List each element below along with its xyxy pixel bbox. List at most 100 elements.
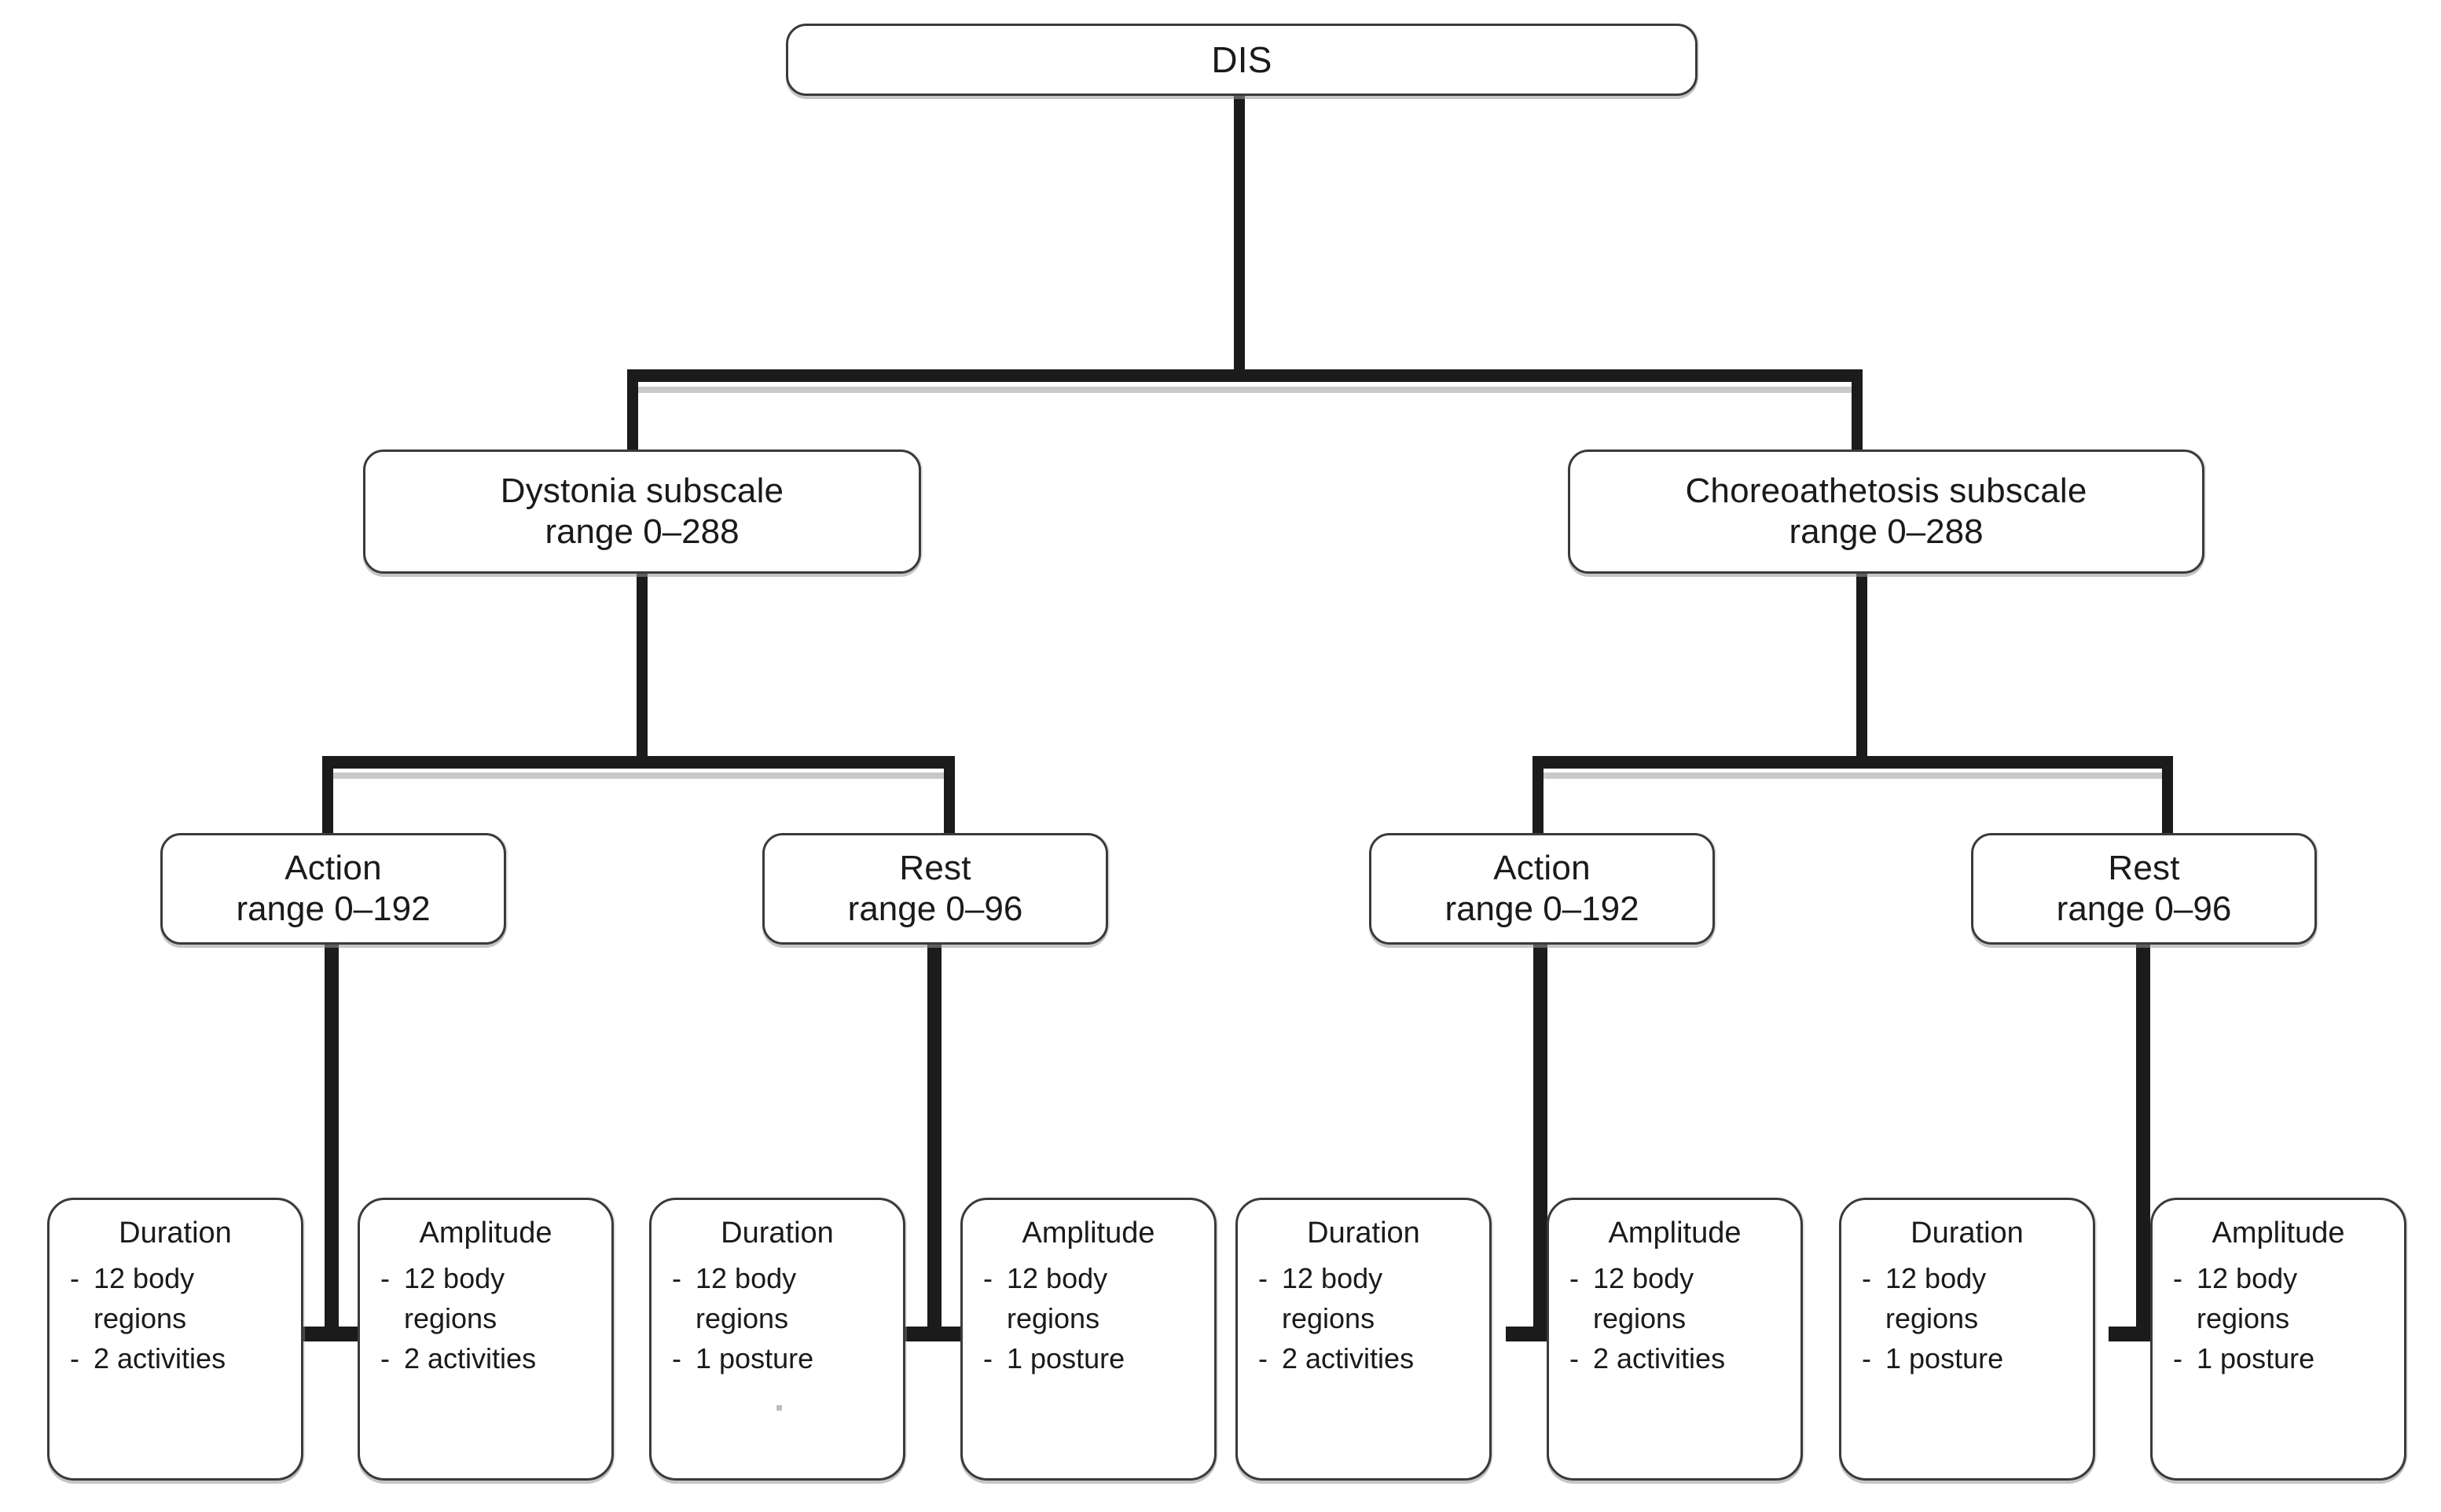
node-choreoathetosis-rest-range: range 0–96 [2056,890,2232,928]
leaf-heading: Amplitude [1608,1217,1742,1250]
list-item: -12 body regions [1258,1258,1439,1338]
bullet-dash: - [983,1261,993,1294]
link-bus-dystonia [322,756,955,769]
list-item-text: 1 posture [696,1342,814,1375]
list-item: -2 activities [70,1338,301,1378]
list-item: -1 posture [2173,1338,2404,1378]
node-dis-root[interactable]: DIS [786,24,1698,96]
list-item: -12 body regions [2173,1258,2354,1338]
list-item-text: 12 body regions [2197,1261,2298,1334]
list-item: -1 posture [1862,1338,2093,1378]
leaf-node[interactable]: Amplitude -12 body regions -1 posture [2150,1198,2406,1481]
bullet-dash: - [1569,1342,1579,1375]
link-stem-dys-action [325,945,339,1341]
list-item-text: 12 body regions [696,1261,797,1334]
list-item: -12 body regions [1862,1258,2043,1338]
list-item: -12 body regions [380,1258,561,1338]
list-item-text: 12 body regions [1885,1261,1987,1334]
list-item: -2 activities [1569,1338,1800,1378]
list-item-text: 12 body regions [404,1261,505,1334]
link-stem-dys-rest [927,945,942,1341]
leaf-heading: Duration [119,1217,232,1250]
node-choreoathetosis-subscale[interactable]: Choreoathetosis subscale range 0–288 [1568,450,2204,574]
node-choreoathetosis-rest-name: Rest [2108,849,2180,888]
link-drop-dys-rest [944,756,955,841]
scan-artifact-speck [776,1405,782,1411]
leaf-item-list: -12 body regions -2 activities [50,1258,301,1378]
node-choreoathetosis-action-range: range 0–192 [1444,890,1639,928]
link-drop-cho-rest [2162,756,2173,841]
leaf-heading: Amplitude [1022,1217,1155,1250]
list-item-text: 2 activities [94,1342,226,1375]
bullet-dash: - [983,1342,993,1375]
list-item: -12 body regions [983,1258,1164,1338]
link-drop-choreo [1852,369,1863,456]
node-dystonia-range: range 0–288 [545,512,740,551]
bullet-dash: - [1569,1261,1579,1294]
leaf-heading: Duration [1307,1217,1420,1250]
bullet-dash: - [1258,1342,1268,1375]
link-drop-dys-action [322,756,333,841]
node-dis-label: DIS [1211,39,1272,80]
leaf-node[interactable]: Amplitude -12 body regions -1 posture [960,1198,1217,1481]
bullet-dash: - [380,1261,390,1294]
bullet-dash: - [380,1342,390,1375]
list-item-text: 1 posture [1885,1342,2004,1375]
leaf-node[interactable]: Duration -12 body regions -2 activities [1235,1198,1492,1481]
list-item-text: 12 body regions [1593,1261,1694,1334]
link-tee-dys-action [297,1327,366,1341]
node-dystonia-rest-range: range 0–96 [847,890,1023,928]
node-choreoathetosis-range: range 0–288 [1789,512,1984,551]
leaf-node[interactable]: Duration -12 body regions -2 activities [47,1198,303,1481]
bullet-dash: - [2173,1261,2182,1294]
list-item-text: 12 body regions [1282,1261,1383,1334]
bullet-dash: - [672,1342,681,1375]
node-dystonia-action-range: range 0–192 [236,890,431,928]
list-item: -12 body regions [672,1258,853,1338]
leaf-node[interactable]: Amplitude -12 body regions -2 activities [358,1198,614,1481]
leaf-node[interactable]: Amplitude -12 body regions -2 activities [1547,1198,1803,1481]
leaf-heading: Amplitude [2212,1217,2345,1250]
node-dystonia-subscale[interactable]: Dystonia subscale range 0–288 [363,450,921,574]
leaf-item-list: -12 body regions -1 posture [652,1258,903,1378]
node-choreoathetosis-rest[interactable]: Rest range 0–96 [1971,833,2317,945]
bullet-dash: - [672,1261,681,1294]
node-dystonia-action[interactable]: Action range 0–192 [160,833,506,945]
bullet-dash: - [1862,1342,1871,1375]
link-dystonia-stem [637,572,648,767]
link-bus-choreo [1533,756,2173,769]
leaf-item-list: -12 body regions -1 posture [1841,1258,2093,1378]
leaf-item-list: -12 body regions -2 activities [1238,1258,1489,1378]
link-stem-cho-action [1533,945,1547,1341]
link-drop-dystonia [627,369,638,456]
bullet-dash: - [1862,1261,1871,1294]
list-item-text: 2 activities [1593,1342,1726,1375]
leaf-node[interactable]: Duration -12 body regions -1 posture [649,1198,905,1481]
leaf-heading: Duration [721,1217,834,1250]
leaf-heading: Duration [1911,1217,2024,1250]
bullet-dash: - [1258,1261,1268,1294]
list-item-text: 2 activities [1282,1342,1415,1375]
leaf-item-list: -12 body regions -2 activities [1549,1258,1800,1378]
link-root-stem [1234,96,1245,379]
list-item-text: 1 posture [2197,1342,2315,1375]
bullet-dash: - [70,1342,79,1375]
node-dystonia-rest[interactable]: Rest range 0–96 [762,833,1108,945]
leaf-item-list: -12 body regions -2 activities [360,1258,611,1378]
bullet-dash: - [2173,1342,2182,1375]
node-choreoathetosis-action-name: Action [1493,849,1591,888]
node-choreoathetosis-name: Choreoathetosis subscale [1685,472,2087,511]
node-dystonia-rest-name: Rest [899,849,971,888]
list-item-text: 12 body regions [94,1261,195,1334]
leaf-item-list: -12 body regions -1 posture [2153,1258,2404,1378]
node-dystonia-action-name: Action [284,849,382,888]
link-tee-dys-rest [900,1327,969,1341]
node-choreoathetosis-action[interactable]: Action range 0–192 [1369,833,1715,945]
list-item-text: 2 activities [404,1342,537,1375]
leaf-node[interactable]: Duration -12 body regions -1 posture [1839,1198,2095,1481]
list-item: -2 activities [1258,1338,1489,1378]
list-item: -12 body regions [1569,1258,1750,1338]
link-drop-cho-action [1533,756,1544,841]
